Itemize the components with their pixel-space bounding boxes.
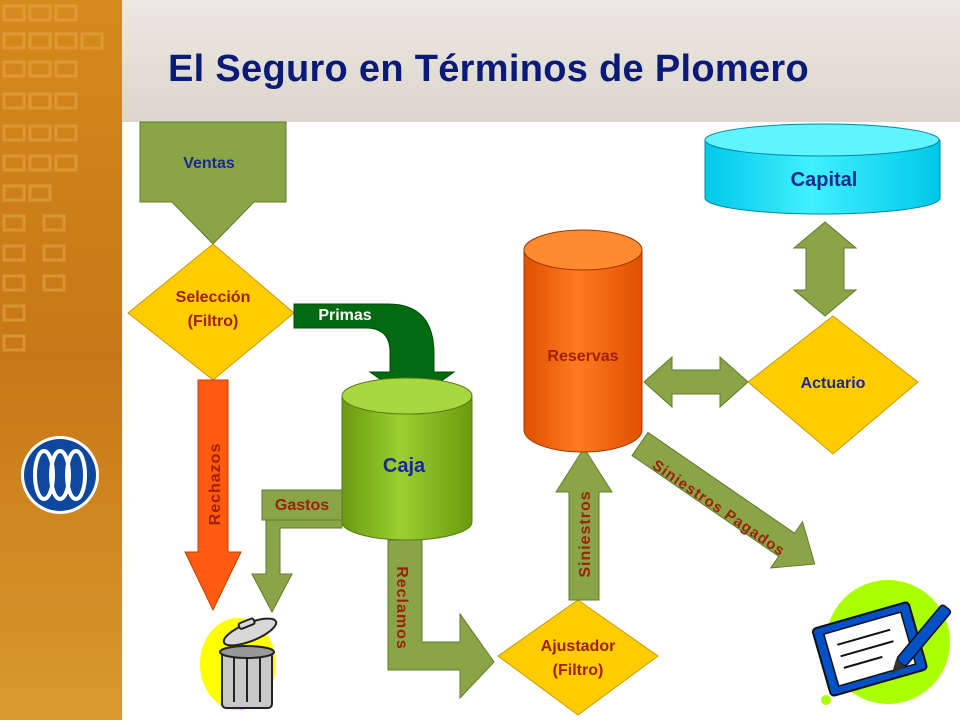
ventas-arrow xyxy=(139,121,287,245)
primas-label: Primas xyxy=(318,307,371,324)
siniestros-arrow xyxy=(555,447,613,601)
capital-cylinder xyxy=(704,123,941,215)
reservas-actuario-arrow xyxy=(643,355,749,409)
caja-label: Caja xyxy=(383,455,426,477)
seleccion-label-line2: (Filtro) xyxy=(188,313,239,330)
actuario-capital-arrow xyxy=(792,221,858,317)
rechazos-arrow xyxy=(184,379,242,612)
ventas-label: Ventas xyxy=(183,155,235,172)
page-title: El Seguro en Términos de Plomero xyxy=(168,48,809,90)
sidebar-decoration xyxy=(0,0,122,720)
reclamos-arrow xyxy=(387,539,495,700)
seleccion-label-line1: Selección xyxy=(176,289,251,306)
checkbook-icon xyxy=(811,580,952,705)
ajustador-label-line2: (Filtro) xyxy=(553,662,604,679)
actuario-diamond xyxy=(747,315,919,455)
siniestros-pagados-arrow xyxy=(631,431,816,569)
actuario-label: Actuario xyxy=(801,375,866,392)
siniestros-label: Siniestros xyxy=(577,490,594,577)
ajustador-label-line1: Ajustador xyxy=(541,638,616,655)
reclamos-label: Reclamos xyxy=(393,566,410,650)
logo-icon xyxy=(21,436,99,514)
gastos-bar xyxy=(261,489,343,521)
trash-can-icon xyxy=(200,617,278,710)
siniestros-pagados-label: Siniestros Pagados xyxy=(649,457,788,560)
capital-label: Capital xyxy=(791,169,858,191)
gastos-arrow xyxy=(251,513,343,614)
header-band xyxy=(122,0,960,122)
ajustador-diamond xyxy=(497,599,659,716)
rechazos-label: Rechazos xyxy=(207,443,224,526)
gastos-label: Gastos xyxy=(275,497,329,514)
seleccion-diamond xyxy=(127,243,295,381)
reservas-label: Reservas xyxy=(547,348,618,365)
caja-cylinder xyxy=(341,377,473,541)
reservas-cylinder xyxy=(523,229,643,453)
sidebar-pattern xyxy=(2,4,104,514)
